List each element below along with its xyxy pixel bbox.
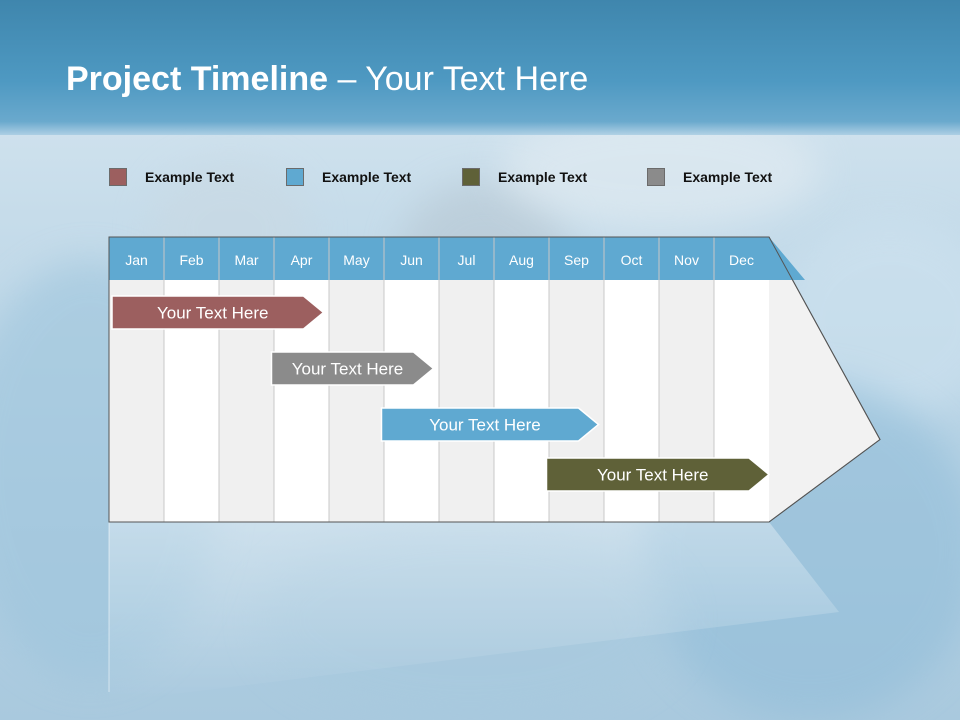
- month-label: Mar: [234, 252, 258, 268]
- month-header-cell: [714, 237, 769, 280]
- header-arrow-tip: [769, 237, 805, 280]
- month-label: Sep: [564, 252, 589, 268]
- title-bold: Project Timeline: [66, 60, 329, 98]
- month-header-cell: [604, 237, 659, 280]
- month-column: [329, 280, 384, 522]
- legend: Example Text Example Text Example Text E…: [0, 168, 960, 198]
- legend-swatch-1: [109, 168, 127, 186]
- month-label: Feb: [179, 252, 203, 268]
- legend-label-4: Example Text: [683, 169, 773, 185]
- legend-item-1: Example Text: [109, 168, 234, 186]
- legend-item-2: Example Text: [286, 168, 411, 186]
- legend-item-3: Example Text: [462, 168, 587, 186]
- legend-label-2: Example Text: [322, 169, 412, 185]
- legend-label-3: Example Text: [498, 169, 588, 185]
- task-label: Your Text Here: [157, 304, 269, 323]
- task-bar: [545, 457, 771, 492]
- month-header-cell: [439, 237, 494, 280]
- month-header-cell: [329, 237, 384, 280]
- reflection-shape: [109, 522, 839, 702]
- legend-swatch-2: [286, 168, 304, 186]
- title-rest: – Your Text Here: [328, 60, 589, 98]
- month-label: Dec: [729, 252, 754, 268]
- month-header-cell: [494, 237, 549, 280]
- task-label: Your Text Here: [597, 466, 709, 485]
- title-banner: Project Timeline – Your Text Here: [0, 0, 960, 135]
- page-title: Project Timeline – Your Text Here: [66, 60, 588, 99]
- legend-swatch-4: [647, 168, 665, 186]
- task-bar: [270, 351, 435, 386]
- month-label: Oct: [621, 252, 643, 268]
- month-label: Nov: [674, 252, 699, 268]
- task-label: Your Text Here: [429, 416, 541, 435]
- month-column: [439, 280, 494, 522]
- legend-label-1: Example Text: [145, 169, 235, 185]
- legend-swatch-3: [462, 168, 480, 186]
- timeline-reflection: [108, 522, 839, 702]
- timeline-outline: [108, 236, 881, 523]
- task-bar: [111, 295, 325, 330]
- month-label: Jan: [125, 252, 148, 268]
- month-header-cell: [109, 237, 164, 280]
- month-label: Jul: [458, 252, 476, 268]
- month-label: Jun: [400, 252, 423, 268]
- month-header-cell: [659, 237, 714, 280]
- legend-item-4: Example Text: [647, 168, 772, 186]
- month-header-cell: [274, 237, 329, 280]
- month-header-cell: [384, 237, 439, 280]
- month-header-cell: [549, 237, 604, 280]
- month-header-cell: [219, 237, 274, 280]
- month-label: Aug: [509, 252, 534, 268]
- month-column: [384, 280, 439, 522]
- task-label: Your Text Here: [292, 360, 404, 379]
- month-header-cell: [164, 237, 219, 280]
- month-label: May: [343, 252, 369, 268]
- task-bar: [380, 407, 600, 442]
- month-column: [494, 280, 549, 522]
- month-label: Apr: [291, 252, 313, 268]
